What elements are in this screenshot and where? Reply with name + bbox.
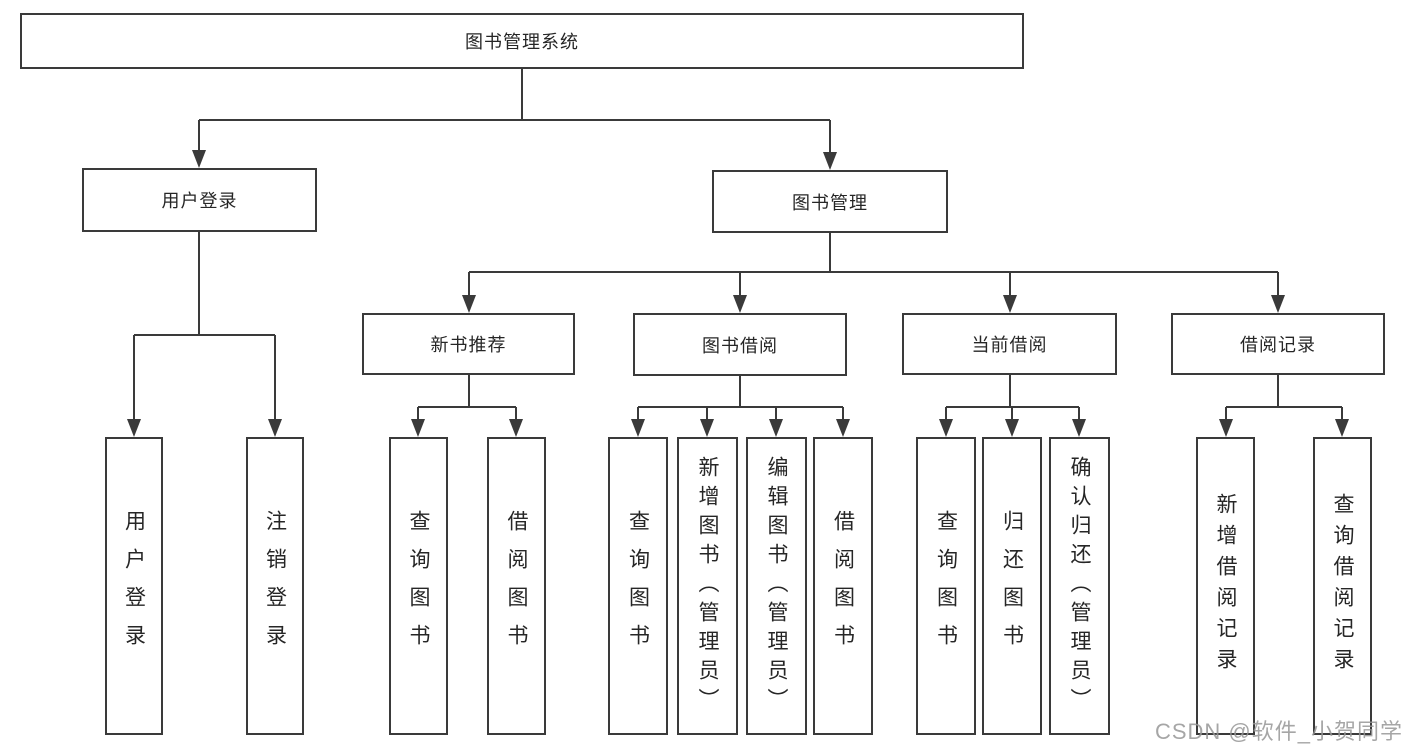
leaf-add-borrowing-record: 新增借阅记录: [1196, 437, 1255, 735]
node-label: 借阅图书: [831, 510, 855, 662]
node-label: 借阅图书: [505, 510, 528, 662]
node-label: 查询图书: [407, 510, 430, 662]
arrowhead-down-icon: [268, 419, 282, 437]
node-label: 查询图书: [934, 510, 958, 662]
leaf-query-borrowing-record: 查询借阅记录: [1313, 437, 1372, 735]
node-label: 归还图书: [1000, 510, 1024, 662]
leaf-recommend-query-books: 查询图书: [389, 437, 448, 735]
node-library-management-system: 图书管理系统: [20, 13, 1024, 69]
leaf-add-books-admin: 新增图书（管理员）: [677, 437, 738, 735]
node-label: 当前借阅: [971, 335, 1048, 355]
arrowhead-down-icon: [192, 150, 206, 168]
node-label: 新书推荐: [430, 335, 507, 355]
arrowhead-down-icon: [1005, 419, 1019, 437]
node-label: 新增借阅记录: [1214, 493, 1237, 679]
arrowhead-down-icon: [631, 419, 645, 437]
arrowhead-down-icon: [1335, 419, 1349, 437]
arrowhead-down-icon: [1003, 295, 1017, 313]
arrowhead-down-icon: [1271, 295, 1285, 313]
arrowhead-down-icon: [769, 419, 783, 437]
leaf-return-books: 归还图书: [982, 437, 1042, 735]
leaf-borrowing-borrow-books: 借阅图书: [813, 437, 873, 735]
arrowhead-down-icon: [127, 419, 141, 437]
arrowhead-down-icon: [1072, 419, 1086, 437]
node-label: 图书管理: [792, 192, 868, 213]
node-label: 用户登录: [122, 510, 146, 662]
arrowhead-down-icon: [733, 295, 747, 313]
arrowhead-down-icon: [836, 419, 850, 437]
node-label: 查询图书: [626, 510, 650, 662]
node-label: 新增图书（管理员）: [696, 455, 719, 717]
arrowhead-down-icon: [700, 419, 714, 437]
leaf-user-login: 用户登录: [105, 437, 163, 735]
node-label: 图书管理系统: [465, 32, 579, 52]
node-label: 注销登录: [263, 510, 287, 662]
node-label: 借阅记录: [1240, 335, 1316, 355]
leaf-recommend-borrow-books: 借阅图书: [487, 437, 546, 735]
node-borrowing-records: 借阅记录: [1171, 313, 1385, 375]
leaf-edit-books-admin: 编辑图书（管理员）: [746, 437, 807, 735]
leaf-borrowing-query-books: 查询图书: [608, 437, 668, 735]
node-book-management: 图书管理: [712, 170, 948, 233]
node-label: 确认归还（管理员）: [1068, 455, 1091, 717]
node-label: 图书借阅: [702, 335, 778, 356]
arrowhead-down-icon: [462, 295, 476, 313]
csdn-watermark: CSDN @软件_小贺同学: [1154, 719, 1403, 744]
leaf-confirm-return-admin: 确认归还（管理员）: [1049, 437, 1110, 735]
arrowhead-down-icon: [1219, 419, 1233, 437]
node-current-borrowing: 当前借阅: [902, 313, 1117, 375]
arrowhead-down-icon: [509, 419, 523, 437]
node-new-book-recommendation: 新书推荐: [362, 313, 575, 375]
arrowhead-down-icon: [823, 152, 837, 170]
arrowhead-down-icon: [411, 419, 425, 437]
node-label: 用户登录: [161, 191, 238, 211]
node-user-login: 用户登录: [82, 168, 317, 232]
leaf-logout: 注销登录: [246, 437, 304, 735]
leaf-current-query-books: 查询图书: [916, 437, 976, 735]
arrowhead-down-icon: [939, 419, 953, 437]
node-book-borrowing: 图书借阅: [633, 313, 847, 376]
node-label: 查询借阅记录: [1331, 493, 1354, 679]
node-label: 编辑图书（管理员）: [765, 455, 788, 717]
